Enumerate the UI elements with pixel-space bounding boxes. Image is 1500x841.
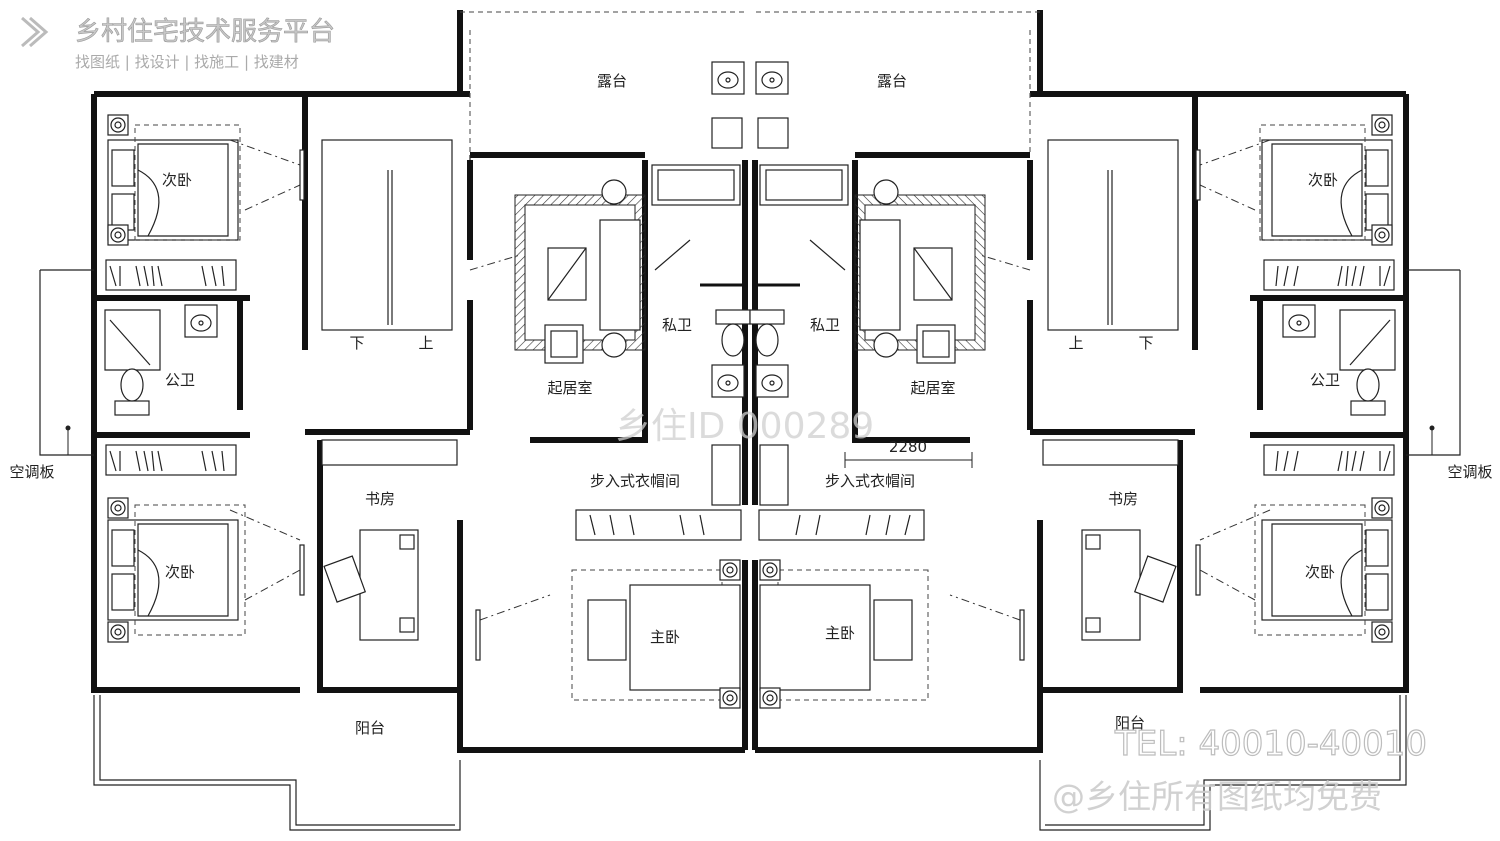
label-left-master: 主卧 bbox=[650, 628, 680, 646]
label-left-bedroom-lower: 次卧 bbox=[165, 563, 195, 581]
label-right-bedroom-lower: 次卧 bbox=[1305, 563, 1335, 581]
label-right-balcony: 阳台 bbox=[1115, 714, 1145, 732]
dimension-value: 2280 bbox=[889, 438, 927, 456]
label-left-bedroom-upper: 次卧 bbox=[162, 171, 192, 189]
stair-left bbox=[321, 139, 453, 331]
label-right-public-bath: 公卫 bbox=[1310, 371, 1340, 389]
brand-title: 乡村住宅技术服务平台 bbox=[75, 17, 335, 47]
right-unit bbox=[749, 10, 1461, 831]
label-left-stair-up: 上 bbox=[418, 334, 433, 352]
brand-logo bbox=[21, 16, 49, 48]
label-left-ac-board: 空调板 bbox=[9, 463, 54, 481]
label-left-study: 书房 bbox=[365, 490, 395, 508]
label-left-private-bath: 私卫 bbox=[662, 316, 692, 334]
watermark-free-notice: @乡住所有图纸均免费 bbox=[1052, 777, 1382, 816]
label-left-stair-down: 下 bbox=[349, 334, 364, 352]
label-left-terrace: 露台 bbox=[597, 72, 627, 90]
label-right-ac-board: 空调板 bbox=[1447, 463, 1492, 481]
label-right-master: 主卧 bbox=[825, 624, 855, 642]
label-right-terrace: 露台 bbox=[877, 72, 907, 90]
label-right-bedroom-upper: 次卧 bbox=[1308, 171, 1338, 189]
watermark-id: 乡住ID 000289 bbox=[615, 406, 874, 447]
label-left-public-bath: 公卫 bbox=[165, 371, 195, 389]
label-right-walk-in-closet: 步入式衣帽间 bbox=[825, 472, 915, 490]
label-left-living: 起居室 bbox=[547, 379, 592, 397]
label-left-balcony: 阳台 bbox=[355, 719, 385, 737]
left-unit bbox=[39, 10, 751, 831]
label-right-private-bath: 私卫 bbox=[810, 316, 840, 334]
watermark-phone: TEL: 40010-40010 bbox=[1114, 724, 1427, 764]
label-left-walk-in-closet: 步入式衣帽间 bbox=[590, 472, 680, 490]
brand-tagline: 找图纸 | 找设计 | 找施工 | 找建材 bbox=[75, 53, 299, 71]
label-right-stair-up: 上 bbox=[1068, 334, 1083, 352]
label-right-stair-down: 下 bbox=[1138, 334, 1153, 352]
label-right-living: 起居室 bbox=[910, 379, 955, 397]
dimension-2280: 2280 bbox=[844, 438, 973, 468]
label-right-study: 书房 bbox=[1108, 490, 1138, 508]
